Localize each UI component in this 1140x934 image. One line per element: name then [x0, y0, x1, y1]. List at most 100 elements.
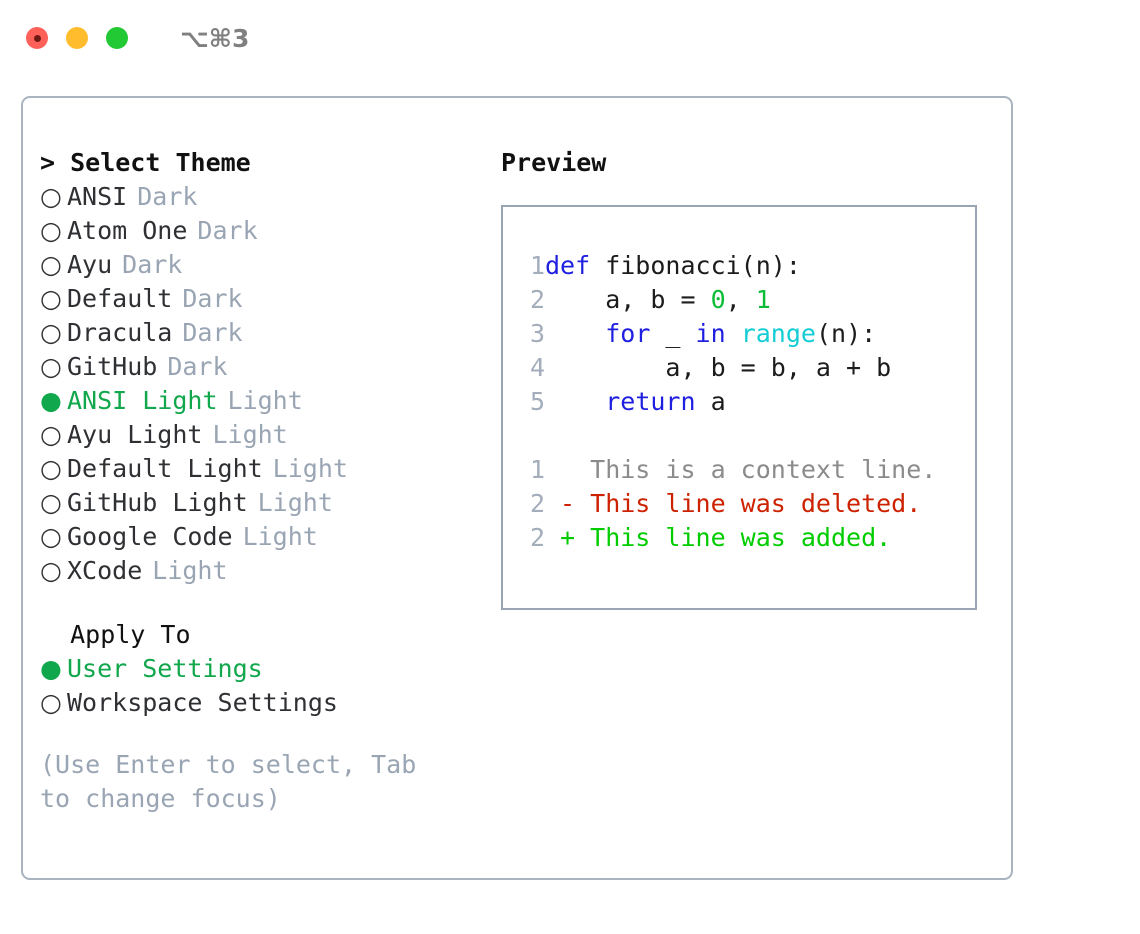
code-line: 5 return a [519, 385, 975, 419]
theme-option-atom-one[interactable]: ○Atom One Dark [40, 214, 485, 248]
code-line: 1def fibonacci(n): [519, 249, 975, 283]
theme-variant-tag: Light [242, 522, 318, 551]
theme-option-label: Dracula [67, 318, 173, 347]
code-token: + This line was added. [545, 523, 892, 552]
radio-empty-icon: ○ [40, 216, 62, 245]
code-token [726, 319, 741, 348]
radio-selected-icon: ● [40, 654, 62, 683]
spacer [40, 588, 485, 618]
code-token: 1 [755, 285, 771, 314]
radio-empty-icon: ○ [40, 454, 62, 483]
radio-empty-icon: ○ [40, 522, 62, 551]
code-token: range [740, 319, 816, 348]
keyboard-hint-text: (Use Enter to select, Tab to change focu… [40, 750, 432, 813]
radio-empty-icon: ○ [40, 250, 62, 279]
theme-option-label: Default [67, 284, 173, 313]
radio-empty-icon: ○ [40, 420, 62, 449]
theme-option-ayu-light[interactable]: ○Ayu Light Light [40, 418, 485, 452]
radio-empty-icon: ○ [40, 556, 62, 585]
code-token: a [695, 387, 726, 416]
code-token: - This line was deleted. [545, 489, 922, 518]
code-token: def [545, 251, 591, 280]
radio-empty-icon: ○ [40, 318, 62, 347]
select-theme-header: > Select Theme [40, 148, 251, 177]
theme-option-label: GitHub Light [67, 488, 248, 517]
theme-option-google-code[interactable]: ○Google Code Light [40, 520, 485, 554]
code-token: _ [650, 319, 696, 348]
radio-empty-icon: ○ [40, 284, 62, 313]
window-title-shortcut: ⌥⌘3 [180, 23, 250, 53]
title-bar: ⌥⌘3 [0, 0, 1140, 76]
theme-option-github[interactable]: ○GitHub Dark [40, 350, 485, 384]
line-number: 2 [529, 285, 545, 314]
theme-variant-tag: Dark [182, 284, 243, 313]
maximize-button-icon[interactable] [106, 27, 128, 49]
radio-empty-icon: ○ [40, 488, 62, 517]
theme-option-label: Atom One [67, 216, 188, 245]
diff-line: 2 - This line was deleted. [519, 487, 975, 521]
theme-option-ayu[interactable]: ○Ayu Dark [40, 248, 485, 282]
theme-variant-tag: Light [272, 454, 348, 483]
diff-line: 2 + This line was added. [519, 521, 975, 555]
code-token: 0 [710, 285, 726, 314]
apply-option-user-settings[interactable]: ●User Settings [40, 652, 485, 686]
theme-variant-tag: Dark [197, 216, 258, 245]
theme-option-label: Ayu [67, 250, 113, 279]
radio-selected-icon: ● [40, 386, 62, 415]
theme-option-label: ANSI [67, 182, 128, 211]
spacer [519, 419, 975, 453]
spacer [40, 720, 485, 748]
code-token: fibonacci(n): [590, 251, 801, 280]
radio-empty-icon: ○ [40, 688, 62, 717]
theme-variant-tag: Dark [122, 250, 183, 279]
theme-variant-tag: Dark [182, 318, 243, 347]
theme-option-label: GitHub [67, 352, 158, 381]
preview-diff-block: 1 This is a context line.2 - This line w… [519, 453, 975, 555]
radio-empty-icon: ○ [40, 182, 62, 211]
theme-option-label: Google Code [67, 522, 233, 551]
code-line: 4 a, b = b, a + b [519, 351, 975, 385]
code-token [545, 387, 605, 416]
traffic-light-group [26, 27, 128, 49]
line-number: 1 [529, 455, 545, 484]
preview-header: Preview [501, 148, 607, 177]
code-token: in [695, 319, 726, 348]
code-token: This is a context line. [545, 455, 937, 484]
apply-option-label: Workspace Settings [67, 688, 338, 717]
theme-variant-tag: Dark [137, 182, 198, 211]
code-token: , [725, 285, 756, 314]
theme-option-label: ANSI Light [67, 386, 218, 415]
apply-to-option-list: ●User Settings○Workspace Settings [40, 652, 485, 720]
diff-line: 1 This is a context line. [519, 453, 975, 487]
theme-option-label: Ayu Light [67, 420, 203, 449]
theme-option-ansi[interactable]: ○ANSI Dark [40, 180, 485, 214]
code-token [545, 319, 605, 348]
theme-variant-tag: Light [212, 420, 288, 449]
theme-option-default-light[interactable]: ○Default Light Light [40, 452, 485, 486]
line-number: 2 [529, 489, 545, 518]
close-button-icon[interactable] [26, 27, 48, 49]
apply-option-label: User Settings [67, 654, 263, 683]
code-token: a, b = b, a + b [545, 353, 892, 382]
minimize-button-icon[interactable] [66, 27, 88, 49]
code-token: (n): [815, 319, 877, 348]
theme-variant-tag: Dark [167, 352, 228, 381]
code-line: 3 for _ in range(n): [519, 317, 975, 351]
line-number: 1 [529, 251, 545, 280]
theme-option-dracula[interactable]: ○Dracula Dark [40, 316, 485, 350]
radio-empty-icon: ○ [40, 352, 62, 381]
apply-option-workspace-settings[interactable]: ○Workspace Settings [40, 686, 485, 720]
theme-option-label: Default Light [67, 454, 263, 483]
theme-option-default[interactable]: ○Default Dark [40, 282, 485, 316]
theme-variant-tag: Light [152, 556, 228, 585]
code-line: 2 a, b = 0, 1 [519, 283, 975, 317]
